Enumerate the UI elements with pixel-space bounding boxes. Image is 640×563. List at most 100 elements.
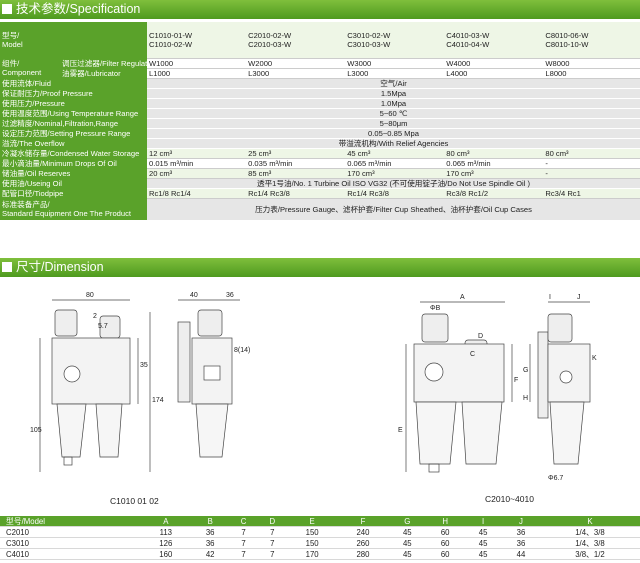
dim-phi-hole: Φ6.7: [548, 475, 563, 482]
dim-2: 2: [93, 313, 97, 320]
dim-g: G: [523, 367, 528, 374]
filter-cell: W8000: [543, 58, 640, 69]
col-header: H: [426, 516, 465, 527]
square-icon: [2, 4, 12, 14]
filter-cell: W3000: [345, 58, 445, 69]
pressure-label: 使用压力/Pressure: [0, 98, 147, 108]
water-cell: 12 cm³: [147, 148, 247, 159]
dim-5-7: 5.7: [98, 323, 108, 330]
reserve-cell: 20 cm³: [147, 168, 247, 179]
lub-cell: L8000: [543, 68, 640, 79]
model-label: 型号/ Model: [0, 22, 147, 58]
col-header: G: [388, 516, 427, 527]
dim-w-36: 36: [226, 292, 234, 299]
col-header: C: [229, 516, 258, 527]
dim-h: H: [523, 395, 528, 402]
water-cell: 25 cm³: [246, 148, 346, 159]
side-view-c1010: [177, 299, 240, 458]
useoil-label: 使用油/Useing Oil: [0, 178, 147, 188]
dim-header-bar: 尺寸/Dimension: [0, 258, 640, 277]
dim-105: 105: [30, 427, 42, 434]
col-header: F: [337, 516, 389, 527]
setting-label: 设定压力范围/Setting Pressure Range: [0, 128, 147, 138]
dim-i: I: [549, 294, 551, 301]
lub-cell: L3000: [246, 68, 346, 79]
dimension-drawings: 80 5.7 2 35 105 174 C1010 01 02 40 36 8(…: [30, 292, 597, 506]
dim-8-14: 8(14): [234, 347, 250, 354]
filter-cell: W2000: [246, 58, 346, 69]
spec-title: 技术参数/Specification: [16, 2, 141, 16]
reserve-cell: 170 cm³: [345, 168, 445, 179]
dim-title: 尺寸/Dimension: [16, 260, 104, 274]
overflow-value: 带溢流机构/With Relief Agencies: [147, 138, 640, 149]
dim-j: J: [577, 294, 581, 301]
proof-value: 1.5Mpa: [147, 88, 640, 99]
dim-w-40: 40: [190, 292, 198, 299]
reserve-cell: -: [543, 168, 640, 179]
component-label: 组件/ Component 调压过滤器/Filter Regulator 油雾器…: [0, 58, 147, 78]
std-value: 压力表/Pressure Gauge、滤杯护套/Filter Cup Sheat…: [147, 198, 640, 221]
overflow-label: 溢流/The Overflow: [0, 138, 147, 148]
col-header: K: [539, 516, 640, 527]
dim-d: D: [478, 333, 483, 340]
dim-c: C: [470, 351, 475, 358]
front-view-c1010: [39, 299, 151, 472]
col-header: I: [464, 516, 503, 527]
water-cell: 80 cm³: [444, 148, 544, 159]
water-cell: 45 cm³: [345, 148, 445, 159]
col-header: A: [140, 516, 192, 527]
proof-label: 保证耐压力/Proof Pressure: [0, 88, 147, 98]
dim-f: F: [514, 377, 518, 384]
spec-header-bar: 技术参数/Specification: [0, 0, 640, 19]
drops-label: 最小滴油量/Minimum Drops Of Oil: [0, 158, 147, 168]
lub-cell: L1000: [147, 68, 247, 79]
dim-35: 35: [140, 362, 148, 369]
filter-cell: W4000: [444, 58, 544, 69]
drops-cell: -: [543, 158, 640, 169]
caption-c2010: C2010~4010: [485, 494, 534, 504]
temp-value: 5~60 ℃: [147, 108, 640, 119]
reserve-cell: 85 cm³: [246, 168, 346, 179]
tiod-cell: Rc1/4 Rc3/8: [246, 188, 346, 199]
side-view-c2010: [529, 301, 591, 465]
lub-cell: L4000: [444, 68, 544, 79]
col-header: 型号/Model: [0, 516, 141, 527]
std-label: 标准装备产品/Standard Equipment One The Produc…: [0, 198, 147, 220]
setting-value: 0.05~0.85 Mpa: [147, 128, 640, 139]
useoil-value: 透平1号油/No. 1 Turbine Oil ISO VG32 (不可使用锭子…: [147, 178, 640, 189]
water-label: 冷凝水储存量/Condensed Water Storage: [0, 148, 147, 158]
lub-cell: L3000: [345, 68, 445, 79]
tiod-cell: Rc1/4 Rc3/8: [345, 188, 445, 199]
reserve-label: 储油量/Oil Reserves: [0, 168, 147, 178]
tiod-cell: Rc3/4 Rc1: [543, 188, 640, 199]
drops-cell: 0.065 m³/min: [345, 158, 445, 169]
filter-cell: W1000: [147, 58, 247, 69]
drops-cell: 0.065 m³/min: [444, 158, 544, 169]
tiod-cell: Rc1/8 Rc1/4: [147, 188, 247, 199]
filtration-label: 过滤精度/Nominal,Filtration,Range: [0, 118, 147, 128]
reserve-cell: 170 cm³: [444, 168, 544, 179]
square-icon: [2, 262, 12, 272]
fluid-value: 空气/Air: [147, 78, 640, 89]
tiod-label: 配管口径/Tiodpipe: [0, 188, 147, 198]
filtration-value: 5~80μm: [147, 118, 640, 129]
col-header: B: [191, 516, 230, 527]
drops-cell: 0.035 m³/min: [246, 158, 346, 169]
front-view-c2010: [405, 301, 513, 473]
drops-cell: 0.015 m³/min: [147, 158, 247, 169]
caption-c1010: C1010 01 02: [110, 496, 159, 506]
dim-e: E: [398, 427, 403, 434]
dim-phi-b: ΦB: [430, 305, 441, 312]
pressure-value: 1.0Mpa: [147, 98, 640, 109]
col-header: D: [257, 516, 287, 527]
tiod-cell: Rc3/8 Rc1/2: [444, 188, 544, 199]
